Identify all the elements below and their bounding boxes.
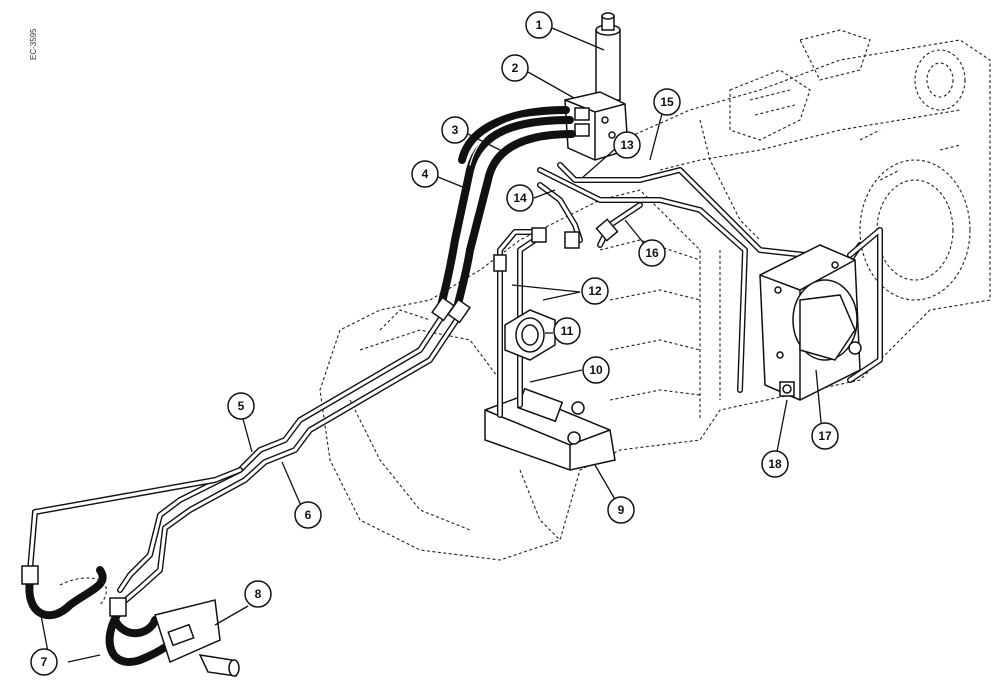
steering-control-valve	[564, 91, 629, 161]
callout-18: 18	[761, 450, 789, 478]
callout-16: 16	[638, 239, 666, 267]
svg-text:2: 2	[512, 61, 519, 75]
callout-11: 11	[553, 317, 581, 345]
callout-12: 12	[581, 277, 609, 305]
oil-reservoir	[484, 387, 616, 471]
svg-text:10: 10	[589, 363, 603, 377]
svg-text:14: 14	[513, 191, 527, 205]
steering-cylinder	[59, 577, 240, 677]
callout-17: 17	[811, 422, 839, 450]
steering-hoses	[436, 106, 576, 316]
rigid-steering-pipes	[27, 296, 471, 608]
drawing-code: EC-3595	[29, 28, 38, 60]
leader-lines	[39, 27, 823, 663]
svg-text:3: 3	[452, 123, 459, 137]
svg-text:5: 5	[238, 399, 245, 413]
callout-13: 13	[613, 131, 641, 159]
svg-text:4: 4	[422, 167, 429, 181]
callout-10: 10	[582, 356, 610, 384]
svg-text:13: 13	[620, 138, 634, 152]
hydraulic-pump	[759, 244, 862, 401]
callout-5: 5	[227, 392, 255, 420]
callout-1: 1	[525, 11, 553, 39]
callout-9: 9	[607, 496, 635, 524]
svg-text:16: 16	[645, 246, 659, 260]
svg-text:18: 18	[768, 457, 782, 471]
callout-6: 6	[294, 501, 322, 529]
callout-2: 2	[501, 54, 529, 82]
pump-fitting	[779, 381, 795, 397]
svg-text:12: 12	[588, 284, 602, 298]
svg-text:8: 8	[255, 587, 262, 601]
flange-gasket	[504, 309, 556, 361]
svg-text:11: 11	[561, 324, 574, 338]
callout-4: 4	[411, 160, 439, 188]
svg-text:7: 7	[41, 655, 48, 669]
callout-8: 8	[244, 580, 272, 608]
svg-text:9: 9	[618, 503, 625, 517]
callout-15: 15	[653, 88, 681, 116]
callout-7: 7	[30, 648, 58, 676]
steering-column	[595, 12, 621, 101]
callout-3: 3	[441, 116, 469, 144]
callout-14: 14	[506, 184, 534, 212]
transmission-housing	[319, 29, 991, 561]
svg-text:6: 6	[305, 508, 312, 522]
svg-text:1: 1	[536, 18, 543, 32]
svg-text:17: 17	[818, 429, 832, 443]
svg-text:15: 15	[660, 95, 674, 109]
